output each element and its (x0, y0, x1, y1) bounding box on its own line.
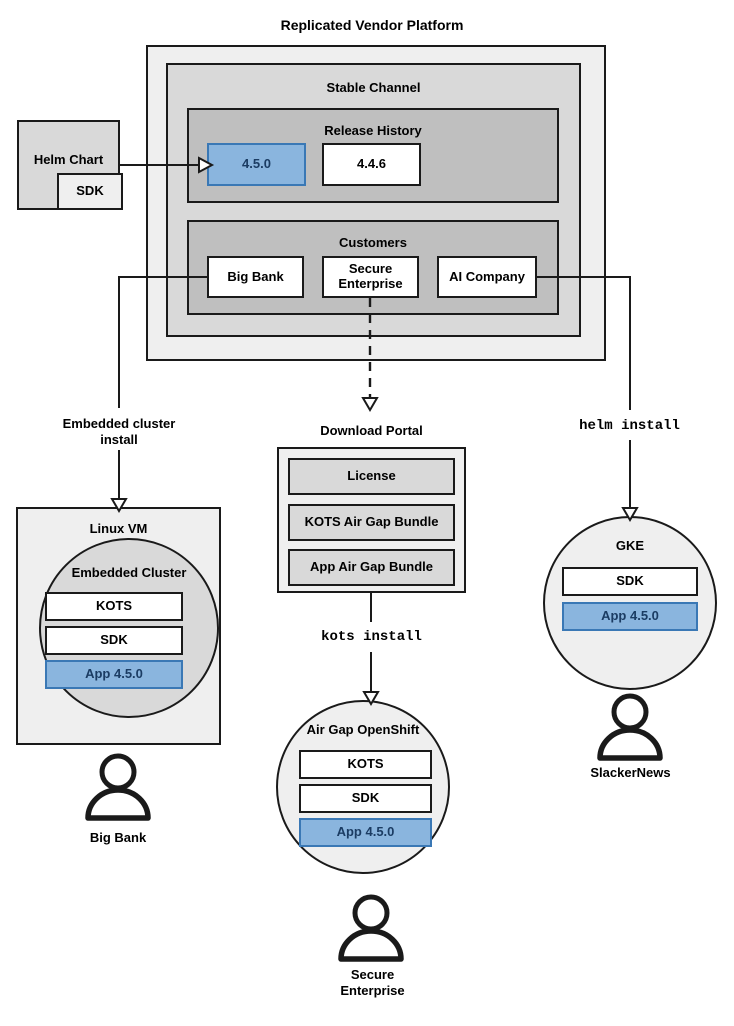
customers-title: Customers (339, 235, 407, 250)
stable-channel-title: Stable Channel (326, 80, 421, 95)
embedded-cluster-install-line2: install (100, 432, 138, 448)
component-label: SDK (351, 790, 380, 806)
release-version-label: 4.5.0 (242, 156, 271, 172)
helm-chart-sdk-box[interactable]: SDK (57, 173, 123, 210)
linux-vm-component-app[interactable]: App 4.5.0 (45, 660, 183, 689)
release-4-4-6[interactable]: 4.4.6 (322, 143, 421, 186)
release-4-5-0[interactable]: 4.5.0 (207, 143, 306, 186)
persona-line1: Secure (350, 967, 395, 982)
person-icon-slackernews (597, 693, 663, 761)
air-gap-openshift-label: Air Gap OpenShift (306, 722, 420, 737)
component-label: App 4.5.0 (601, 608, 659, 624)
arrowhead-to-download-portal (361, 397, 379, 412)
artifact-label: App Air Gap Bundle (309, 559, 434, 575)
kots-install-label: kots install (321, 629, 422, 645)
component-label: App 4.5.0 (85, 666, 143, 682)
linux-vm-component-kots[interactable]: KOTS (45, 592, 183, 621)
component-label: App 4.5.0 (336, 824, 395, 840)
linux-vm-label: Linux VM (89, 521, 148, 536)
openshift-component-sdk[interactable]: SDK (299, 784, 432, 813)
customer-ai-company[interactable]: AI Company (437, 256, 537, 298)
release-history-title: Release History (324, 123, 422, 138)
person-icon-secure-enterprise (338, 894, 404, 962)
gke-label: GKE (615, 538, 645, 553)
persona-line2: Enterprise (340, 983, 405, 999)
customer-name-label: AI Company (449, 268, 525, 284)
artifact-label: License (347, 468, 396, 484)
customer-big-bank[interactable]: Big Bank (207, 256, 304, 298)
persona-slackernews-label: SlackerNews (590, 765, 671, 780)
helm-chart-sdk-label: SDK (76, 183, 104, 199)
customer-secure-enterprise[interactable]: Secure Enterprise (322, 256, 419, 298)
linux-vm-component-sdk[interactable]: SDK (45, 626, 183, 655)
openshift-component-app[interactable]: App 4.5.0 (299, 818, 432, 847)
artifact-app-air-gap-bundle[interactable]: App Air Gap Bundle (288, 549, 455, 586)
release-version-label: 4.4.6 (357, 156, 386, 172)
customer-name-label: Big Bank (227, 268, 284, 284)
embedded-cluster-install-label: Embedded cluster install (38, 416, 200, 449)
persona-big-bank-label: Big Bank (89, 830, 147, 845)
component-label: SDK (100, 632, 128, 648)
gke-component-sdk[interactable]: SDK (562, 567, 698, 596)
component-label: SDK (616, 573, 644, 589)
artifact-label: KOTS Air Gap Bundle (304, 514, 439, 530)
person-icon-big-bank (85, 753, 151, 821)
embedded-cluster-label: Embedded Cluster (71, 565, 187, 580)
artifact-kots-air-gap-bundle[interactable]: KOTS Air Gap Bundle (288, 504, 455, 541)
helm-chart-label: Helm Chart (33, 152, 104, 167)
artifact-license[interactable]: License (288, 458, 455, 495)
page-title: Replicated Vendor Platform (280, 17, 464, 33)
embedded-cluster-install-line1: Embedded cluster (62, 416, 176, 431)
gke-component-app[interactable]: App 4.5.0 (562, 602, 698, 631)
persona-secure-enterprise-label: Secure Enterprise (290, 967, 455, 1000)
helm-install-label: helm install (579, 418, 680, 434)
component-label: KOTS (95, 598, 133, 614)
openshift-component-kots[interactable]: KOTS (299, 750, 432, 779)
component-label: KOTS (347, 756, 384, 772)
download-portal-title: Download Portal (320, 423, 423, 438)
customer-name-label: Secure Enterprise (338, 261, 403, 291)
